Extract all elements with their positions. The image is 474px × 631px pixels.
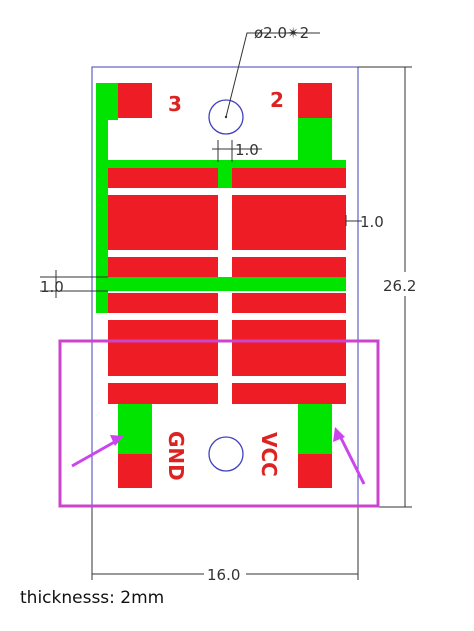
copper-row-right-1 <box>232 168 346 188</box>
gap-right-label: 1.0 <box>360 213 384 231</box>
copper-row-left-5 <box>108 320 218 376</box>
height-label: 26.2 <box>383 277 416 295</box>
copper-row-left-1 <box>108 168 218 188</box>
vcc-arrow-line <box>338 435 366 485</box>
gnd-arrow-head <box>110 435 124 446</box>
bottom-mounting-hole <box>208 436 244 472</box>
top-green-bar <box>108 160 346 168</box>
gnd-arrow-line <box>71 438 119 468</box>
highlight-box <box>58 339 380 508</box>
left-green-track <box>96 83 118 313</box>
vcc-pad <box>298 454 332 488</box>
gnd-label: GND <box>164 431 188 481</box>
copper-row-left-4 <box>108 293 218 313</box>
copper-row-left-3 <box>108 257 218 277</box>
copper-row-right-5 <box>232 320 346 376</box>
copper-row-right-4 <box>232 293 346 313</box>
copper-row-right-6 <box>232 383 346 404</box>
width-label: 16.0 <box>207 566 240 584</box>
vcc-green-pad <box>298 404 332 454</box>
gap-left-label: 1.0 <box>40 278 64 296</box>
copper-row-right-3 <box>232 257 346 277</box>
center-green-strip <box>218 162 232 188</box>
vcc-label: VCC <box>257 432 281 477</box>
vcc-arrow-head <box>333 427 345 442</box>
top-mounting-hole <box>208 99 244 135</box>
copper-row-left-6 <box>108 383 218 404</box>
copper-row-right-2 <box>232 195 346 250</box>
right-green-track <box>298 118 332 162</box>
gnd-pad <box>118 454 152 488</box>
gnd-green-pad <box>118 404 152 454</box>
thickness-note: thicknesss: 2mm <box>20 588 165 608</box>
pin3-pad <box>118 83 152 118</box>
hole-dimension-label: ø2.0✴2 <box>254 24 309 42</box>
copper-row-left-2 <box>108 195 218 250</box>
hole-leader-line <box>225 32 320 118</box>
pin2-pad <box>298 83 332 118</box>
mid-green-bar <box>108 277 346 291</box>
pin3-label: 3 <box>168 92 182 116</box>
pin2-label: 2 <box>270 88 284 112</box>
gap-top-label: 1.0 <box>235 141 259 159</box>
